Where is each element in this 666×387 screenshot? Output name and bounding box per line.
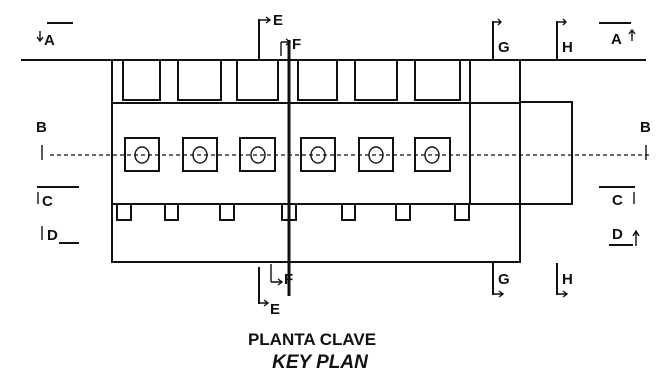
label-a-right: A <box>611 31 622 48</box>
left-section-markers: A B C D <box>36 22 79 244</box>
label-h-top: H <box>562 39 573 56</box>
right-annex <box>519 101 573 205</box>
bottom-section-markers: E F G H <box>258 263 573 318</box>
label-e-bottom: E <box>270 301 280 318</box>
label-h-bottom: H <box>562 271 573 288</box>
label-b-right: B <box>640 119 651 136</box>
label-d-right: D <box>612 226 623 243</box>
label-g-bottom: G <box>498 271 510 288</box>
label-e-top: E <box>273 12 283 29</box>
top-cells <box>122 59 461 101</box>
bottom-blocks <box>116 203 470 221</box>
top-section-markers: E F G H <box>258 12 573 59</box>
label-f-top: F <box>292 36 301 53</box>
unit-boxes <box>124 137 451 172</box>
label-f-bottom: F <box>284 271 293 288</box>
caption-spanish: PLANTA CLAVE <box>248 330 376 349</box>
label-b-left: B <box>36 119 47 136</box>
label-d-left: D <box>47 227 58 244</box>
right-section-markers: A B C D <box>599 22 651 246</box>
label-c-left: C <box>42 193 53 210</box>
label-c-right: C <box>612 192 623 209</box>
label-g-top: G <box>498 39 510 56</box>
label-a-left: A <box>44 32 55 49</box>
caption-english: KEY PLAN <box>272 352 369 373</box>
